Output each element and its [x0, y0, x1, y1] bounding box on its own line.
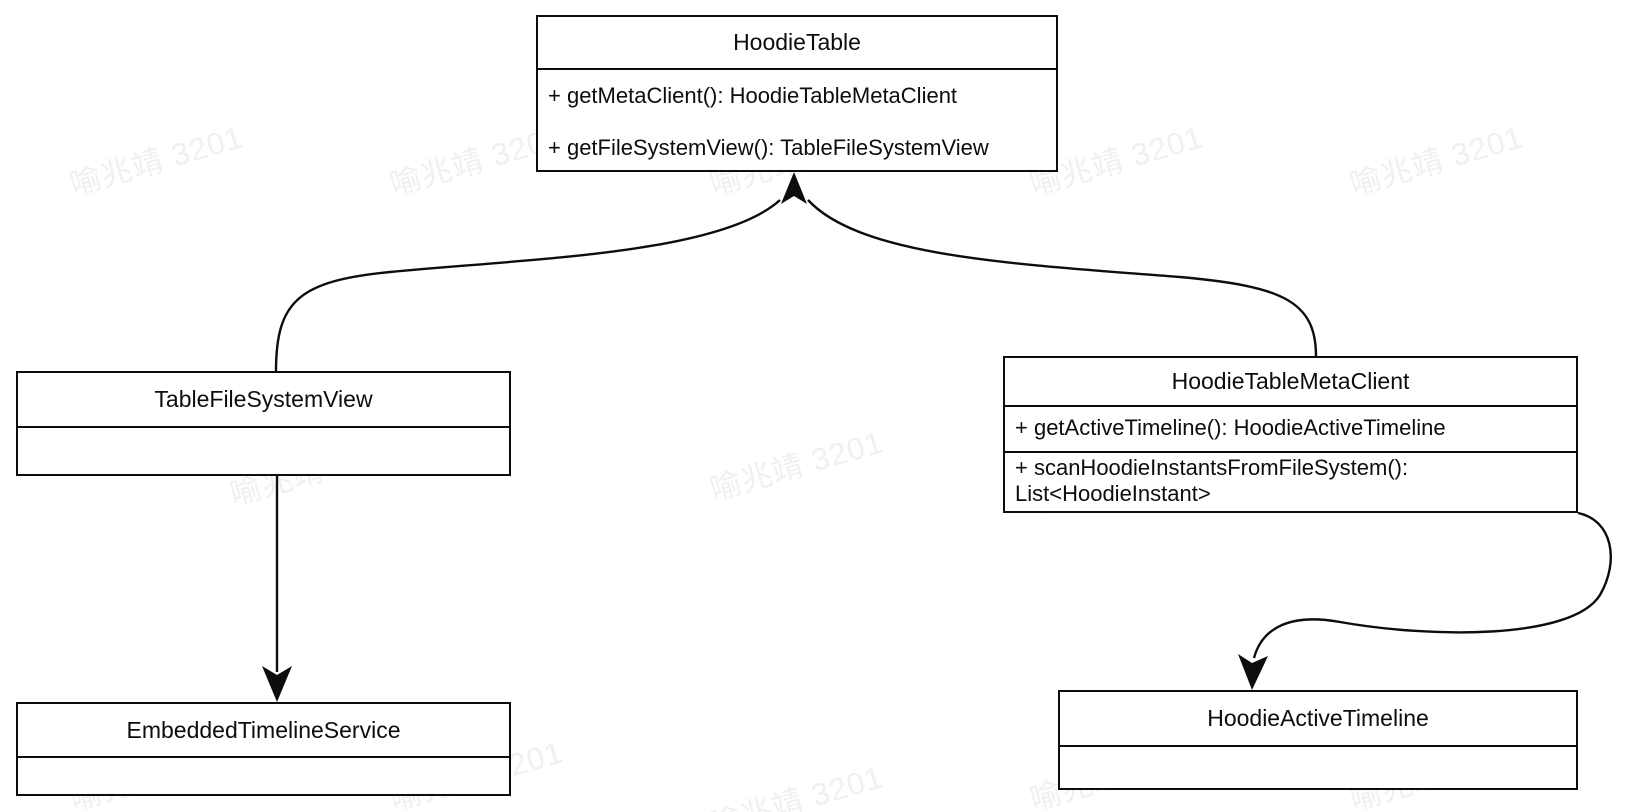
class-name-embedded-timeline-service: EmbeddedTimelineService — [126, 716, 401, 743]
edge-htmc-to-hat — [1252, 511, 1613, 659]
class-members-table-file-system-view — [18, 426, 509, 474]
class-member: + getFileSystemView(): TableFileSystemVi… — [548, 135, 989, 161]
class-member: + scanHoodieInstantsFromFileSystem(): Li… — [1015, 455, 1409, 506]
class-box-hoodie-table[interactable]: HoodieTable + getMetaClient(): HoodieTab… — [536, 15, 1058, 172]
watermark-text: 喻兆靖 3201 — [706, 424, 888, 508]
class-name-hoodie-table-meta-client: HoodieTableMetaClient — [1171, 368, 1410, 394]
class-member-row-scan-hoodie-instants: + scanHoodieInstantsFromFileSystem(): Li… — [1005, 451, 1576, 511]
class-members-embedded-timeline-service — [18, 756, 509, 794]
class-name-table-file-system-view: TableFileSystemView — [154, 386, 373, 412]
edge-tfsv-to-hoodietable — [274, 199, 781, 372]
class-box-embedded-timeline-service[interactable]: EmbeddedTimelineService — [16, 702, 511, 796]
watermark-text: 喻兆靖 3201 — [1346, 119, 1528, 203]
class-box-table-file-system-view[interactable]: TableFileSystemView — [16, 371, 511, 476]
class-member: + getActiveTimeline(): HoodieActiveTimel… — [1015, 415, 1446, 441]
class-member-row-get-active-timeline: + getActiveTimeline(): HoodieActiveTimel… — [1005, 405, 1576, 451]
class-members-hoodie-active-timeline — [1060, 745, 1576, 790]
arrowhead-into-hoodie-table — [781, 172, 807, 204]
watermark-text: 喻兆靖 3201 — [706, 759, 888, 812]
class-name-hoodie-active-timeline: HoodieActiveTimeline — [1207, 705, 1429, 731]
class-box-hoodie-table-meta-client[interactable]: HoodieTableMetaClient + getActiveTimelin… — [1003, 356, 1578, 513]
class-members-hoodie-table: + getMetaClient(): HoodieTableMetaClient… — [538, 68, 1056, 172]
arrowhead-into-hoodie-active-timeline — [1238, 654, 1268, 690]
edge-htmc-to-hoodietable — [807, 199, 1318, 357]
class-name-hoodie-table: HoodieTable — [733, 29, 861, 55]
arrowhead-into-embedded-timeline-service — [262, 666, 292, 702]
class-member: + getMetaClient(): HoodieTableMetaClient — [548, 83, 958, 109]
watermark-text: 喻兆靖 3201 — [66, 119, 248, 203]
class-box-hoodie-active-timeline[interactable]: HoodieActiveTimeline — [1058, 690, 1578, 790]
